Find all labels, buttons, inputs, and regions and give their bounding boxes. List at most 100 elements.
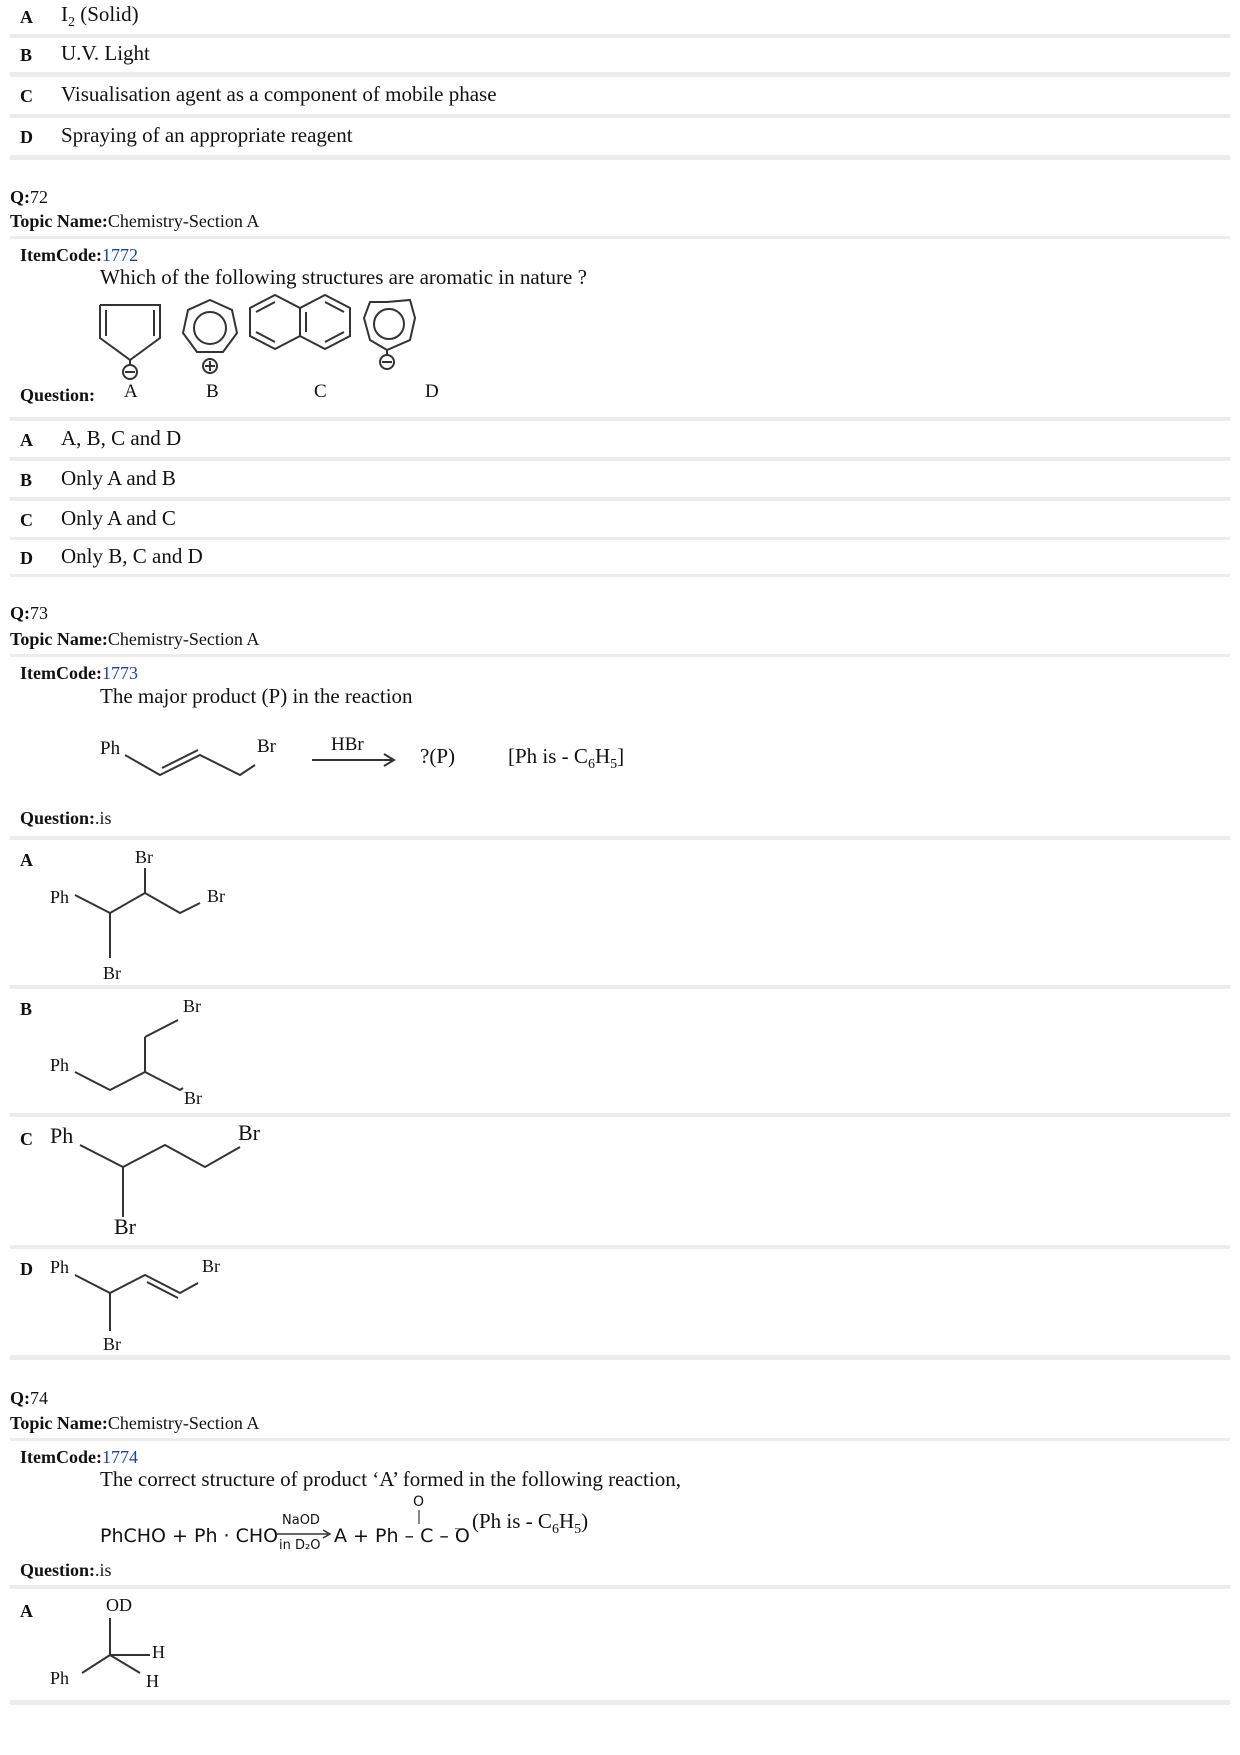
q71-option-b[interactable]: B U.V. Light: [10, 38, 1230, 72]
item-code: ItemCode:1772: [20, 245, 138, 265]
q72-panel: A A, B, C and D B Only A and B C Only A …: [10, 236, 1230, 577]
opt-a-h1: H: [152, 1642, 165, 1662]
structure-label-b: B: [206, 381, 219, 402]
q74-option-a[interactable]: A: [10, 1589, 1230, 1700]
question-number: Q:74: [10, 1388, 48, 1408]
opt-a-br-right: Br: [207, 886, 225, 906]
equation-o-top: O: [413, 1494, 425, 1510]
q71-option-a[interactable]: A I2 (Solid): [10, 0, 1230, 34]
product-p: ?(P): [420, 744, 455, 768]
item-code: ItemCode:1773: [20, 663, 138, 683]
question-label: Question:.is: [20, 1560, 112, 1580]
opt-b-br-top: Br: [183, 996, 201, 1016]
q73-option-c[interactable]: C: [10, 1117, 1230, 1245]
opt-d-br-right: Br: [202, 1256, 220, 1276]
q72-stem-box: [10, 239, 1230, 417]
reactant-br: Br: [257, 736, 276, 757]
option-label: C: [20, 1129, 33, 1149]
option-label: B: [20, 470, 33, 490]
q72-option-b[interactable]: B Only A and B: [10, 461, 1230, 497]
opt-b-skeleton: [74, 1019, 184, 1092]
structure-label-c: C: [314, 381, 327, 402]
equation-reagent-bottom: in D₂O: [279, 1538, 321, 1553]
equation-left: PhCHO + Ph · CHO: [100, 1525, 279, 1547]
option-label: D: [20, 127, 33, 147]
topic-name: Topic Name:Chemistry-Section A: [10, 1413, 260, 1433]
reactant-chain: [124, 749, 256, 777]
equation-arrow: [276, 1529, 332, 1539]
question-label: Question:: [20, 385, 96, 405]
q71-options-panel: A I2 (Solid) B U.V. Light C Visualisatio…: [10, 0, 1230, 160]
ph-note: (Ph is - C6H5): [472, 1509, 589, 1538]
option-label: D: [20, 548, 33, 568]
opt-b-br-bottom: Br: [184, 1088, 202, 1108]
reagent-hbr: HBr: [331, 734, 364, 755]
equation-reagent-top: NaOD: [282, 1513, 320, 1528]
opt-a-od: OD: [106, 1595, 132, 1615]
option-text: Only A and C: [61, 506, 176, 530]
structure-a-cyclopentadienyl-anion: [99, 304, 161, 380]
structure-label-a: A: [124, 381, 138, 402]
opt-c-br-bottom: Br: [114, 1214, 136, 1239]
option-label: B: [20, 999, 33, 1019]
q73-option-b[interactable]: B: [10, 989, 1230, 1113]
equation-right: A + Ph – C – O: [334, 1525, 470, 1547]
opt-a-skeleton: [81, 1618, 150, 1674]
option-label: B: [20, 45, 33, 65]
opt-a-ph: Ph: [50, 887, 70, 907]
structure-b-tropylium-cation: [181, 298, 239, 374]
opt-a-h2: H: [146, 1671, 159, 1691]
question-label: Question:.is: [20, 808, 112, 828]
option-label: C: [20, 510, 33, 530]
equation-charge: –: [455, 1520, 462, 1535]
opt-c-br-right: Br: [238, 1120, 260, 1145]
topic-name: Topic Name:Chemistry-Section A: [10, 629, 260, 649]
q72-option-d[interactable]: D Only B, C and D: [10, 540, 1230, 574]
option-text: Spraying of an appropriate reagent: [61, 123, 353, 147]
option-label: A: [20, 430, 33, 450]
q74-stem-box: [10, 1441, 1230, 1585]
q73-option-a[interactable]: A: [10, 840, 1230, 985]
opt-d-ph: Ph: [50, 1257, 70, 1277]
option-text: I2 (Solid): [61, 2, 139, 31]
question-number: Q:72: [10, 187, 48, 207]
q72-option-a[interactable]: A A, B, C and D: [10, 421, 1230, 457]
q73-stem-box: [10, 657, 1230, 836]
opt-a-ph: Ph: [50, 1668, 70, 1688]
opt-d-br-bottom: Br: [103, 1334, 121, 1354]
structure-label-d: D: [425, 381, 439, 402]
opt-a-br-top: Br: [135, 847, 153, 867]
option-text: Only B, C and D: [61, 544, 203, 568]
question-stem: The major product (P) in the reaction: [100, 684, 413, 708]
q74-panel: A: [10, 1438, 1230, 1705]
equation-carbonyl-bond: [418, 1510, 420, 1524]
opt-d-skeleton: [74, 1273, 199, 1331]
q72-option-c[interactable]: C Only A and C: [10, 501, 1230, 537]
option-text: Visualisation agent as a component of mo…: [61, 82, 497, 106]
aromatic-structures-figure: [99, 293, 417, 380]
q73-option-d[interactable]: D: [10, 1249, 1230, 1355]
option-label: A: [20, 850, 33, 870]
structure-c-naphthalene: [249, 293, 351, 351]
opt-c-ph: Ph: [50, 1123, 74, 1148]
item-code: ItemCode:1774: [20, 1447, 138, 1467]
reaction-arrow: [312, 753, 396, 767]
q71-option-c[interactable]: C Visualisation agent as a component of …: [10, 77, 1230, 114]
opt-a-br-bottom: Br: [103, 963, 121, 983]
reactant-ph: Ph: [100, 738, 121, 759]
option-label: A: [20, 7, 33, 27]
question-stem: Which of the following structures are ar…: [100, 265, 587, 289]
question-number: Q:73: [10, 603, 48, 623]
option-label: C: [20, 86, 33, 106]
topic-name: Topic Name:Chemistry-Section A: [10, 211, 260, 231]
structure-d-ring-anion: [362, 298, 417, 370]
q71-option-d[interactable]: D Spraying of an appropriate reagent: [10, 118, 1230, 155]
opt-b-ph: Ph: [50, 1055, 70, 1075]
q73-panel: A B C D: [10, 654, 1230, 1360]
option-text: U.V. Light: [61, 41, 150, 65]
opt-c-skeleton: [79, 1143, 241, 1217]
option-label: A: [20, 1601, 33, 1621]
question-stem: The correct structure of product ‘A’ for…: [100, 1467, 681, 1491]
option-text: A, B, C and D: [61, 426, 182, 450]
option-label: D: [20, 1259, 33, 1279]
